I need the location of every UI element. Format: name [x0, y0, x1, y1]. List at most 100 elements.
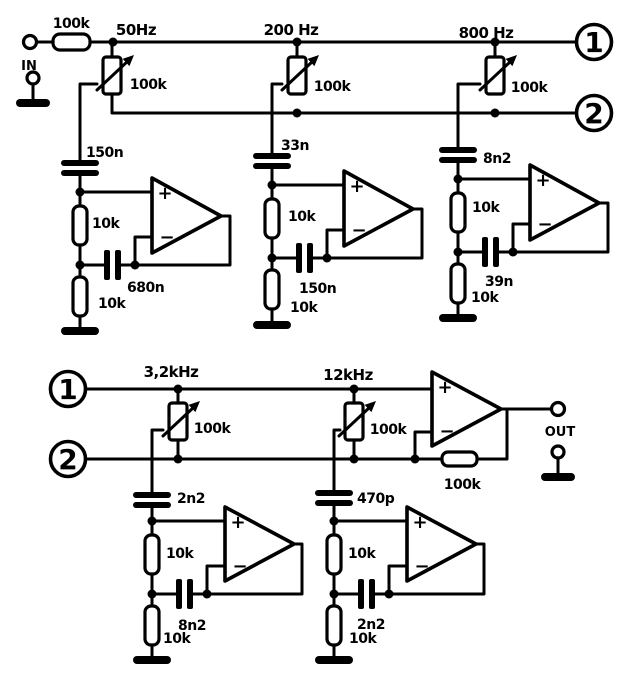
opamp [223, 505, 296, 583]
resistor-lower-value: 10k [290, 300, 318, 316]
pot-value: 100k [370, 422, 408, 438]
output-stage: 100k + − OUT [413, 370, 577, 493]
feedback-cap [104, 250, 121, 280]
feedback-cap-value: 2n2 [357, 617, 385, 633]
bottom-section: 1 2 3,2kHz 100k 2n2 10k 8n2 [48, 363, 577, 666]
node [147, 589, 157, 599]
feedback-cap [358, 579, 375, 609]
pot-value: 100k [194, 421, 232, 437]
pot-value: 100k [314, 79, 352, 95]
opamp-plus: + [535, 170, 550, 191]
resistor-upper [449, 191, 467, 234]
node [384, 589, 394, 599]
series-cap [133, 492, 171, 508]
resistor-lower [263, 268, 281, 311]
band-50hz: 50Hz 100k 150n 10k 680n + − 10k [59, 21, 232, 337]
feedback-cap-value: 8n2 [178, 618, 206, 634]
resistor-lower [449, 262, 467, 305]
feedback-resistor-value: 100k [444, 477, 482, 493]
node [490, 108, 500, 118]
wire-minus-input [387, 564, 409, 596]
series-cap-value: 470p [357, 491, 395, 507]
pot-value: 100k [130, 77, 168, 93]
opamp-minus: − [537, 214, 552, 235]
resistor-upper [71, 204, 89, 247]
node [329, 516, 339, 526]
opamp-minus: − [232, 556, 247, 577]
series-cap-value: 8n2 [483, 151, 511, 167]
wiper-wire [270, 82, 284, 155]
opamp-minus: − [159, 227, 174, 248]
feedback-cap [176, 579, 193, 609]
series-cap [439, 147, 477, 163]
top-section: IN 100k 1 2 50Hz 100k 150n 10k [14, 16, 614, 337]
feedback-cap-value: 39n [485, 274, 513, 290]
opamp [150, 176, 223, 255]
wire-minus-input [325, 228, 346, 260]
ground [251, 308, 293, 331]
node [267, 180, 277, 190]
series-cap [253, 153, 291, 169]
resistor-upper [325, 533, 343, 576]
bus1-tag: 1 [58, 373, 77, 406]
pot-value: 100k [511, 80, 549, 96]
series-cap-value: 33n [281, 138, 309, 154]
resistor-lower [143, 604, 161, 647]
freq-label: 12kHz [323, 366, 373, 384]
feedback-cap-value: 680n [127, 280, 164, 296]
input-resistor [51, 32, 92, 52]
opamp [430, 370, 503, 448]
wire-feedback [511, 201, 610, 254]
opamp [528, 163, 601, 242]
resistor-lower [71, 275, 89, 318]
wire-minus-input [205, 564, 227, 596]
resistor-upper-value: 10k [348, 546, 376, 562]
resistor-upper-value: 10k [166, 546, 194, 562]
band-200hz: 200 Hz 100k 33n 10k 150n + − 10k [251, 21, 424, 331]
wire-feedback [325, 207, 424, 260]
node [322, 253, 332, 263]
opamp-plus: + [437, 377, 452, 398]
resistor-lower-value: 10k [163, 631, 191, 647]
band-12khz: 12kHz 100k 470p 10k 2n2 + − 10k [313, 366, 486, 666]
wire-feedback [133, 214, 232, 267]
node [147, 516, 157, 526]
wire-feedback [387, 542, 486, 596]
pot-50hz [95, 53, 136, 96]
series-cap [315, 490, 353, 506]
feedback-cap-value: 150n [299, 281, 336, 297]
opamp-minus: − [351, 220, 366, 241]
opamp [405, 505, 478, 583]
wire-minus-input [413, 430, 434, 461]
in-terminal [21, 33, 39, 51]
bus1-tag-circle [574, 22, 614, 62]
wire-feedback [475, 407, 509, 461]
node [508, 247, 518, 257]
node [292, 108, 302, 118]
opamp [342, 169, 415, 248]
band-800hz: 800 Hz 100k 8n2 10k 39n + − 10k [437, 24, 610, 324]
wire-feedback [205, 542, 304, 596]
in-label: IN [21, 59, 37, 74]
node [453, 247, 463, 257]
node [267, 253, 277, 263]
bus2-tag: 2 [58, 443, 77, 476]
opamp-plus: + [230, 512, 245, 533]
wire-minus-input [511, 222, 532, 254]
resistor-lower [325, 604, 343, 647]
wiper-wire [78, 82, 99, 162]
resistor-upper [263, 197, 281, 240]
freq-label: 50Hz [116, 21, 157, 39]
freq-label: 200 Hz [264, 21, 320, 39]
freq-label: 800 Hz [459, 24, 515, 42]
node [75, 260, 85, 270]
in-ground-pin [14, 70, 52, 109]
wiper-wire [332, 428, 342, 492]
bus2-tag: 2 [584, 97, 603, 130]
feedback-resistor [440, 450, 479, 468]
ground [59, 314, 101, 337]
band-3_2khz: 3,2kHz 100k 2n2 10k 8n2 + − 10k [131, 363, 304, 666]
resistor-upper-value: 10k [472, 200, 500, 216]
out-ground-pin [539, 444, 577, 483]
ground [131, 643, 173, 666]
